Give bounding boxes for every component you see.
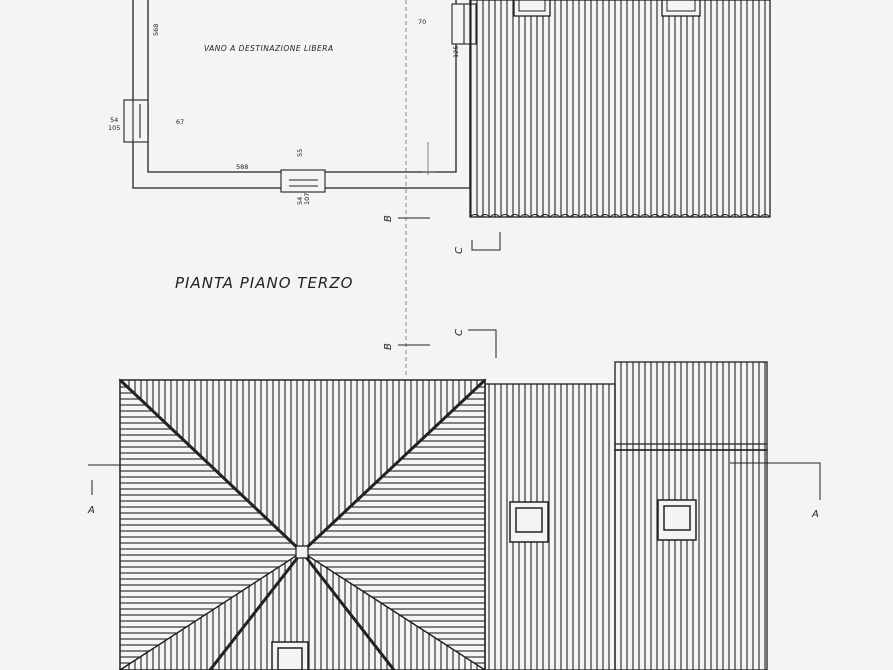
dim-bottom-window-sill: 54 <box>296 197 304 205</box>
right-roof <box>484 361 768 670</box>
section-mark-a-left: A <box>87 505 95 516</box>
dim-bottom-window-height: 107 <box>303 193 311 205</box>
hip-roof <box>118 378 487 670</box>
dim-door-height: 125 <box>452 46 460 58</box>
bottom-window <box>280 169 326 193</box>
upper-roof <box>469 0 771 218</box>
dim-room-height: 568 <box>152 24 160 36</box>
room-walls <box>132 0 471 189</box>
dim-right-window-width: 67 <box>176 118 184 126</box>
section-mark-c-bottom: C <box>454 329 465 336</box>
section-mark-c-top: C <box>454 247 465 254</box>
dim-door-width: 70 <box>418 18 426 26</box>
room-label: VANO A DESTINAZIONE LIBERA <box>204 44 334 53</box>
dim-room-width: 588 <box>236 163 248 171</box>
dim-bottom-window-width: 55 <box>296 149 304 157</box>
skylight <box>271 499 697 670</box>
drawing-title: PIANTA PIANO TERZO <box>175 274 353 292</box>
section-mark-b-bottom: B <box>383 343 394 350</box>
dim-right-window-height: 105 <box>108 124 120 132</box>
left-window <box>123 99 149 143</box>
dim-right-window-sill: 54 <box>110 116 118 124</box>
section-mark-b-top: B <box>383 215 394 222</box>
section-mark-a-right: A <box>811 509 819 520</box>
construction-lines <box>405 0 436 375</box>
